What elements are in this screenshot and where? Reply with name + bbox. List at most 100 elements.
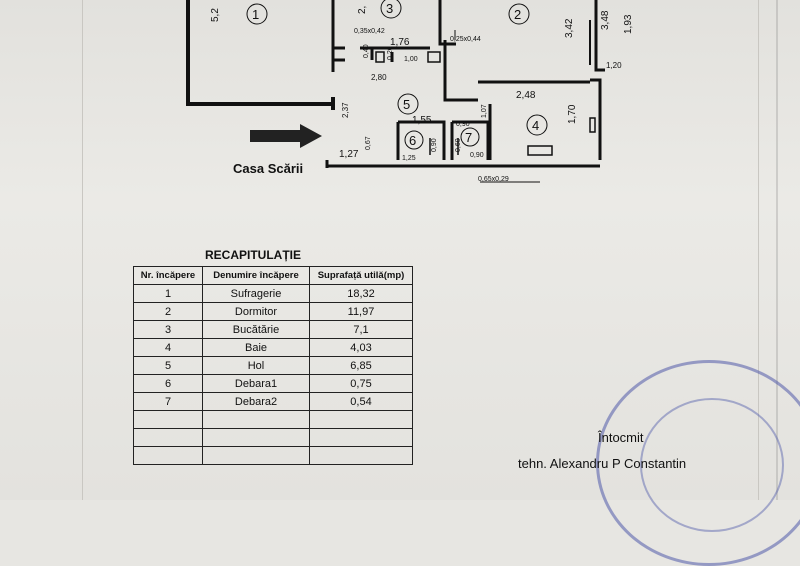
floor-plan: 1 2 3 4 5 6 7 5,2 2, 3,48 1,93 3,42 1,20… [186,0,634,183]
room-number-3: 3 [386,1,393,16]
table-row [133,410,413,429]
dim-label: 1,27 [339,149,359,160]
recap-title: RECAPITULAȚIE [205,248,301,262]
table-cell [202,428,310,447]
table-cell: 0,75 [309,374,413,393]
dim-label: 0,90 [470,152,484,159]
table-cell [133,428,203,447]
dim-label: 1,25 [402,155,416,162]
table-cell: 7 [133,392,203,411]
table-row [133,428,413,447]
room-number-4: 4 [532,118,539,133]
dim-label: 0,40 [363,44,370,58]
table-cell: 18,32 [309,284,413,303]
window-room4 [589,117,596,133]
duct-box [427,51,441,63]
table-cell: 5 [133,356,203,375]
room-number-6: 6 [409,133,416,148]
margin-line-left [82,0,83,500]
duct-box-2 [375,51,385,63]
table-cell: Debara2 [202,392,310,411]
table-cell: Baie [202,338,310,357]
margin-line-right [758,0,759,500]
dim-label: 3,48 [600,10,611,30]
dim-label: 0,35x0,42 [354,28,385,35]
table-cell: 4,03 [309,338,413,357]
dim-label: 0,90 [431,138,438,152]
page-crease [776,0,778,500]
dim-label: 0,65x0,29 [478,176,509,183]
table-cell [202,446,310,465]
table-cell: 6,85 [309,356,413,375]
stair-label: Casa Scării [233,161,303,176]
room-number-7: 7 [465,130,472,145]
table-cell: 3 [133,320,203,339]
wall-room1 [186,0,333,106]
dim-label: 2, [357,6,368,14]
table-cell: 11,97 [309,302,413,321]
room-number-1: 1 [252,7,259,22]
bathtub [527,145,553,156]
signature-name: tehn. Alexandru P Constantin [518,456,687,471]
table-cell: 2 [133,302,203,321]
dim-label: 1,07 [481,104,488,118]
table-cell: Debara1 [202,374,310,393]
table-cell: 1 [133,284,203,303]
recap-table: Nr. încăpere Denumire încăpere Suprafață… [133,266,413,465]
table-cell: 4 [133,338,203,357]
dim-label: 1,20 [606,61,622,70]
table-cell [133,446,203,465]
room-number-2: 2 [514,7,521,22]
table-cell [202,410,310,429]
closet-6 [396,120,446,160]
wall-room3-right [438,0,456,46]
table-cell: 6 [133,374,203,393]
table-cell: 7,1 [309,320,413,339]
table-cell: Sufragerie [202,284,310,303]
table-cell [133,410,203,429]
wall-room3 [331,0,345,72]
table-header-row: Nr. încăpere Denumire încăpere Suprafață… [133,266,413,285]
wall-room2 [443,40,478,102]
table-cell [309,428,413,447]
dim-label: 1,70 [567,104,578,124]
dim-label: 0,20 [387,46,394,60]
dim-label: 0,67 [365,136,372,150]
table-row [133,446,413,465]
table-cell: Bucătărie [202,320,310,339]
wall-room4-right [590,78,602,160]
dim-label: 1,93 [623,14,634,34]
dim-label: 2,37 [341,102,350,118]
header-room-name: Denumire încăpere [202,266,310,285]
dim-label: 2,48 [516,90,536,101]
dim-label: 1,55 [412,115,432,126]
header-room-number: Nr. încăpere [133,266,203,285]
wall-inner [360,46,430,62]
table-cell: Hol [202,356,310,375]
entrance-arrow [250,124,322,148]
table-cell [309,410,413,429]
header-area: Suprafață utilă(mp) [309,266,413,285]
dim-label: 5,2 [210,8,221,22]
room-number-5: 5 [403,97,410,112]
closet-7 [450,120,490,160]
wall-exterior-right [594,0,605,72]
table-cell: Dormitor [202,302,310,321]
dim-label: 0,25x0,44 [450,36,481,43]
dim-label: 1,76 [390,37,410,48]
dim-label: 1,00 [404,56,418,63]
signature-label: Întocmit [598,430,644,445]
dim-label: 2,80 [371,73,387,82]
table-cell: 0,54 [309,392,413,411]
table-cell [309,446,413,465]
dim-label: 0,90 [456,121,470,128]
dim-label: 0,60 [455,138,462,152]
dim-label: 3,42 [564,18,575,38]
